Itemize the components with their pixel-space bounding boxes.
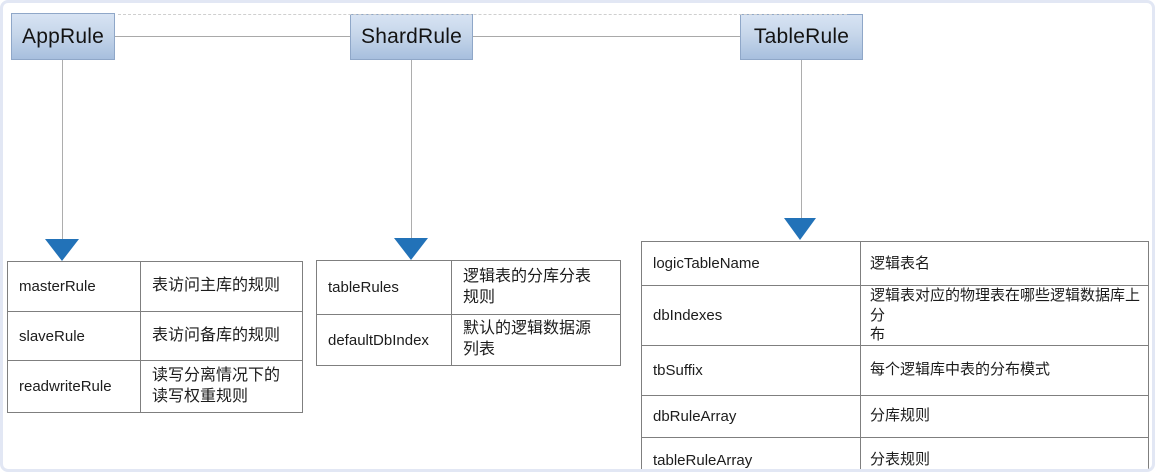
arrow-down-icon [394, 238, 428, 260]
apprule-fields-table: masterRule 表访问主库的规则 slaveRule 表访问备库的规则 r… [7, 261, 303, 413]
field-name: dbIndexes [641, 285, 861, 346]
field-name: tableRuleArray [641, 436, 861, 469]
field-name: defaultDbIndex [316, 314, 452, 366]
field-name: dbRuleArray [641, 394, 861, 438]
tablerule-fields-table: logicTableName 逻辑表名 dbIndexes 逻辑表对应的物理表在… [641, 241, 1149, 469]
node-shardrule-label: ShardRule [360, 25, 463, 48]
field-name: logicTableName [641, 241, 861, 286]
field-description: 逻辑表对应的物理表在哪些逻辑数据库上分 布 [860, 285, 1149, 346]
node-apprule: AppRule [11, 13, 115, 60]
table-row: slaveRule 表访问备库的规则 [7, 311, 303, 361]
table-row: dbRuleArray 分库规则 [641, 394, 1149, 438]
field-name: tbSuffix [641, 344, 861, 396]
connector-line-shardrule-down [411, 60, 412, 238]
connector-line-shard-table [473, 36, 740, 37]
field-description: 逻辑表的分库分表 规则 [451, 260, 621, 315]
field-name: masterRule [7, 261, 141, 312]
node-tablerule-label: TableRule [753, 25, 850, 48]
node-shardrule: ShardRule [350, 14, 473, 60]
table-row: tableRuleArray 分表规则 [641, 436, 1149, 469]
field-name: readwriteRule [7, 360, 141, 413]
table-row: logicTableName 逻辑表名 [641, 241, 1149, 286]
connector-line-app-shard [115, 36, 350, 37]
table-row: dbIndexes 逻辑表对应的物理表在哪些逻辑数据库上分 布 [641, 285, 1149, 346]
field-description: 每个逻辑库中表的分布模式 [860, 344, 1149, 396]
field-description: 读写分离情况下的 读写权重规则 [140, 360, 303, 413]
field-description: 表访问备库的规则 [140, 311, 303, 361]
field-description: 默认的逻辑数据源 列表 [451, 314, 621, 366]
field-description: 逻辑表名 [860, 241, 1149, 286]
table-row: tbSuffix 每个逻辑库中表的分布模式 [641, 344, 1149, 396]
connector-line-apprule-down [62, 60, 63, 240]
arrow-down-icon [784, 218, 816, 240]
field-description: 分库规则 [860, 394, 1149, 438]
table-row: defaultDbIndex 默认的逻辑数据源 列表 [316, 314, 621, 366]
field-name: tableRules [316, 260, 452, 315]
field-description: 分表规则 [860, 436, 1149, 469]
table-row: tableRules 逻辑表的分库分表 规则 [316, 260, 621, 315]
arrow-down-icon [45, 239, 79, 261]
field-name: slaveRule [7, 311, 141, 361]
field-description: 表访问主库的规则 [140, 261, 303, 312]
node-apprule-label: AppRule [22, 24, 104, 48]
table-row: readwriteRule 读写分离情况下的 读写权重规则 [7, 360, 303, 413]
table-row: masterRule 表访问主库的规则 [7, 261, 303, 312]
shardrule-fields-table: tableRules 逻辑表的分库分表 规则 defaultDbIndex 默认… [316, 260, 621, 366]
node-tablerule: TableRule [740, 14, 863, 60]
faint-dashed-line [118, 14, 847, 15]
connector-line-tablerule-down [801, 60, 802, 218]
